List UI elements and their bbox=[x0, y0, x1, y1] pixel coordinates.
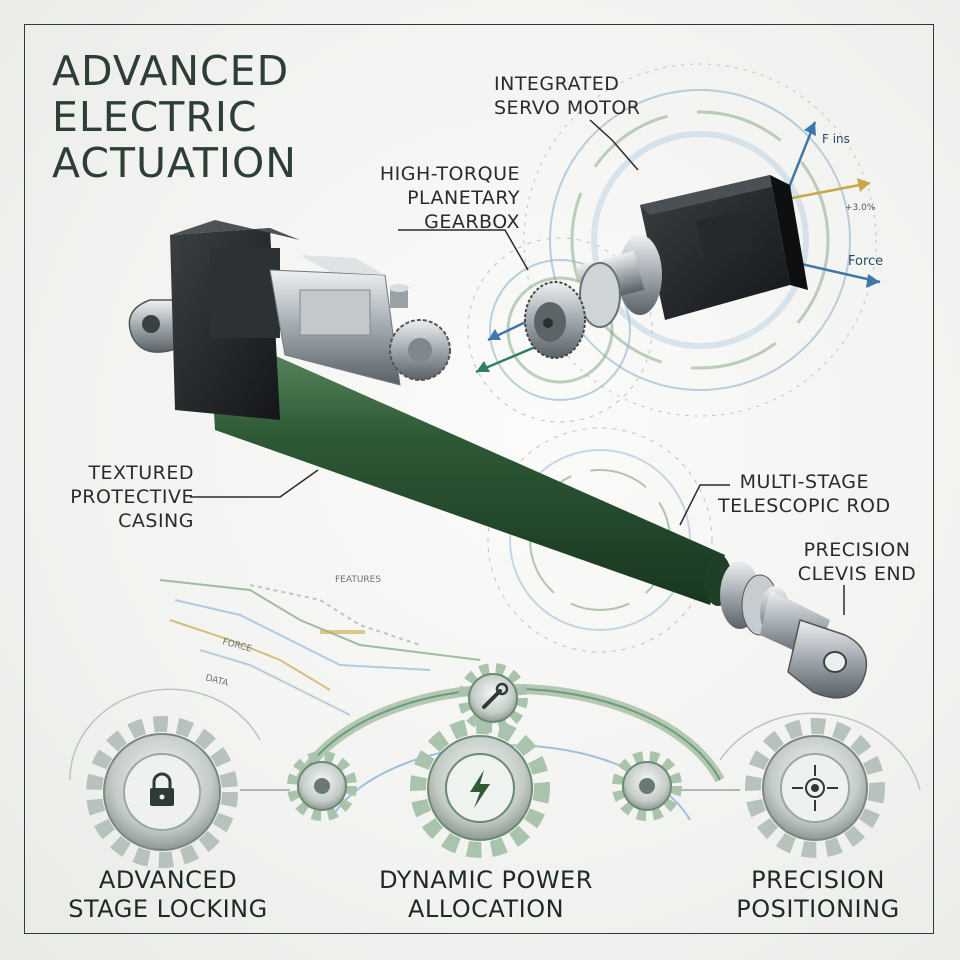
feature-locking-line-1: ADVANCED bbox=[98, 866, 238, 894]
gear-icon bbox=[314, 778, 330, 794]
gear-small-right bbox=[612, 751, 682, 821]
feature-positioning-line-1: PRECISION bbox=[751, 866, 885, 894]
title-line-1: ADVANCED bbox=[52, 47, 290, 95]
feature-stage-locking: ADVANCED STAGE LOCKING bbox=[54, 866, 282, 924]
callout-servo-line-1: INTEGRATED bbox=[494, 73, 620, 95]
callout-casing: TEXTURED PROTECTIVE CASING bbox=[46, 461, 194, 533]
callout-casing-line-1: TEXTURED bbox=[88, 462, 194, 484]
callout-clevis-line-1: PRECISION bbox=[803, 539, 911, 561]
feature-power-line-2: ALLOCATION bbox=[407, 895, 565, 923]
callout-rod-line-1: MULTI-STAGE bbox=[739, 471, 870, 493]
feature-locking-line-2: STAGE LOCKING bbox=[68, 895, 268, 923]
callout-clevis-line-2: CLEVIS END bbox=[797, 563, 917, 585]
callout-servo-line-2: SERVO MOTOR bbox=[494, 97, 641, 119]
servo-motor-exploded bbox=[640, 175, 808, 320]
gear-power-allocation bbox=[410, 718, 550, 858]
features-tag: FEATURES bbox=[335, 575, 381, 585]
callout-casing-line-3: CASING bbox=[118, 510, 194, 532]
data-tag: DATA bbox=[204, 673, 230, 689]
callout-leaders bbox=[190, 119, 845, 615]
gear-stage-locking bbox=[86, 716, 238, 868]
callout-rod-line-2: TELESCOPIC ROD bbox=[718, 495, 891, 517]
force-tag: FORCE bbox=[221, 637, 253, 655]
lock-icon bbox=[150, 772, 174, 806]
callout-casing-line-2: PROTECTIVE bbox=[70, 486, 194, 508]
callout-gearbox: HIGH-TORQUE PLANETARY GEARBOX bbox=[370, 162, 520, 234]
callout-telescopic-rod: MULTI-STAGE TELESCOPIC ROD bbox=[718, 470, 891, 518]
feature-positioning: PRECISION POSITIONING bbox=[720, 866, 916, 924]
title-line-3: ACTUATION bbox=[52, 139, 297, 187]
fins-label: F ins bbox=[822, 132, 850, 146]
percent-label: +3.0% bbox=[845, 203, 876, 213]
gear-positioning bbox=[745, 718, 885, 858]
gear-small-top bbox=[458, 663, 528, 733]
callout-gearbox-line-3: GEARBOX bbox=[424, 211, 520, 233]
callout-servo-motor: INTEGRATED SERVO MOTOR bbox=[494, 72, 641, 120]
feature-power-allocation: DYNAMIC POWER ALLOCATION bbox=[362, 866, 610, 924]
wrench-icon bbox=[482, 682, 509, 709]
gear-small-left bbox=[287, 751, 357, 821]
actuator-body bbox=[128, 220, 868, 699]
motion-rings-upper bbox=[467, 63, 877, 423]
gear-icon bbox=[639, 778, 655, 794]
callout-clevis-end: PRECISION CLEVIS END bbox=[792, 538, 922, 586]
data-trace-lines bbox=[159, 579, 481, 716]
callout-gearbox-line-2: PLANETARY bbox=[407, 187, 520, 209]
lightning-icon bbox=[470, 770, 490, 808]
force-label: Force bbox=[848, 254, 883, 269]
target-arrows-icon bbox=[792, 765, 838, 811]
feature-positioning-line-2: POSITIONING bbox=[736, 895, 900, 923]
callout-gearbox-line-1: HIGH-TORQUE bbox=[379, 163, 520, 185]
page-title: ADVANCED ELECTRIC ACTUATION bbox=[52, 48, 297, 186]
feature-power-line-1: DYNAMIC POWER bbox=[379, 866, 593, 894]
gearbox-exploded bbox=[524, 235, 662, 359]
title-line-2: ELECTRIC bbox=[52, 93, 258, 141]
